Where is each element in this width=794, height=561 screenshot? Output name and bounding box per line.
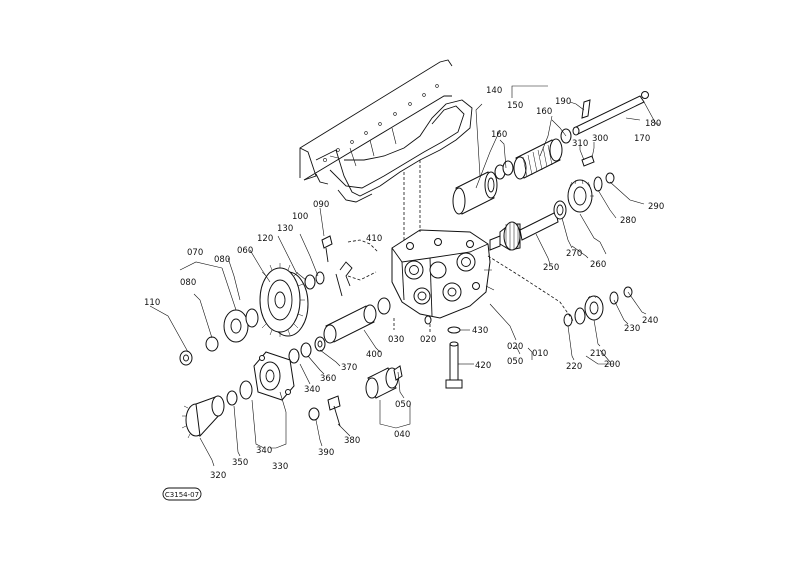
- callout-150: 150: [507, 101, 523, 111]
- shaft-170: [572, 91, 649, 136]
- bearing-080b: [205, 336, 219, 352]
- gear-150: [513, 138, 563, 180]
- callout-300: 300: [592, 134, 608, 144]
- sleeve-140: [452, 171, 498, 215]
- callout-050: 050: [395, 400, 411, 410]
- callout-250: 250: [543, 263, 559, 273]
- callout-110: 110: [144, 298, 160, 308]
- callout-400: 400: [366, 350, 382, 360]
- callout-140: 140: [486, 86, 502, 96]
- callout-050: 050: [507, 357, 523, 367]
- washer-360: [288, 342, 312, 364]
- gear-shaft-250: [489, 211, 559, 251]
- callout-100: 100: [292, 212, 308, 222]
- callout-160: 160: [536, 107, 552, 117]
- washer-390: [308, 407, 320, 421]
- hub-080: [223, 308, 259, 343]
- washer-280: [593, 176, 603, 192]
- callout-020: 020: [507, 342, 523, 352]
- callout-370: 370: [341, 363, 357, 373]
- callout-420: 420: [475, 361, 491, 371]
- callout-040: 040: [394, 430, 410, 440]
- callout-labels: 140 150 160 160 190 180 170 300 310 290 …: [144, 86, 664, 481]
- callout-220: 220: [566, 362, 582, 372]
- figure-code: C3154-07: [165, 491, 199, 499]
- shaft-400: [323, 304, 377, 344]
- callout-030: 030: [388, 335, 404, 345]
- callout-070: 070: [187, 248, 203, 258]
- callout-230: 230: [624, 324, 640, 334]
- bolt-380: [327, 395, 341, 427]
- callout-090: 090: [313, 200, 329, 210]
- pin-190: [581, 99, 591, 119]
- bolt-090: [321, 235, 333, 263]
- callout-010: 010: [532, 349, 548, 359]
- callout-020: 020: [420, 335, 436, 345]
- washer-430: [447, 326, 461, 334]
- callout-390: 390: [318, 448, 334, 458]
- callout-120: 120: [257, 234, 273, 244]
- bushing-030: [377, 297, 391, 315]
- snap-ring-290: [605, 172, 615, 184]
- callout-430: 430: [472, 326, 488, 336]
- plug-020: [424, 315, 432, 325]
- callout-340: 340: [304, 385, 320, 395]
- callout-320: 320: [210, 471, 226, 481]
- bearing-270: [553, 200, 567, 220]
- engine-frame-fragment: [299, 59, 473, 203]
- gear-260: [567, 179, 594, 213]
- callout-080: 080: [180, 278, 196, 288]
- callout-310: 310: [572, 139, 588, 149]
- figure-code-badge: C3154-07: [162, 487, 202, 501]
- callout-180: 180: [645, 119, 661, 129]
- bolt-310: [581, 155, 595, 167]
- spring-clip-410: [335, 261, 353, 297]
- callout-350: 350: [232, 458, 248, 468]
- washer-340b: [239, 380, 253, 400]
- callout-280: 280: [620, 216, 636, 226]
- oring-350: [226, 390, 238, 406]
- callout-190: 190: [555, 97, 571, 107]
- callout-340: 340: [256, 446, 272, 456]
- gear-set-200: [563, 286, 633, 327]
- washer-370: [314, 336, 326, 352]
- pump-housing: [391, 229, 495, 319]
- callout-130: 130: [277, 224, 293, 234]
- callout-260: 260: [590, 260, 606, 270]
- nut-110: [179, 350, 193, 366]
- bushing-160: [494, 160, 514, 180]
- gear-060: [259, 263, 309, 337]
- cover-340: [253, 351, 295, 401]
- callout-410: 410: [366, 234, 382, 244]
- fitting-050: [365, 365, 403, 399]
- callout-170: 170: [634, 134, 650, 144]
- bolt-420: [445, 341, 463, 389]
- callout-380: 380: [344, 436, 360, 446]
- callout-060: 060: [237, 246, 253, 256]
- leader-lines: [149, 85, 660, 467]
- callout-210: 210: [590, 349, 606, 359]
- callout-200: 200: [604, 360, 620, 370]
- callout-360: 360: [320, 374, 336, 384]
- callout-240: 240: [642, 316, 658, 326]
- callout-270: 270: [566, 249, 582, 259]
- callout-160: 160: [491, 130, 507, 140]
- callout-330: 330: [272, 462, 288, 472]
- gear-320: [181, 395, 225, 439]
- callout-290: 290: [648, 202, 664, 212]
- callout-080: 080: [214, 255, 230, 265]
- washer-100: [304, 271, 325, 290]
